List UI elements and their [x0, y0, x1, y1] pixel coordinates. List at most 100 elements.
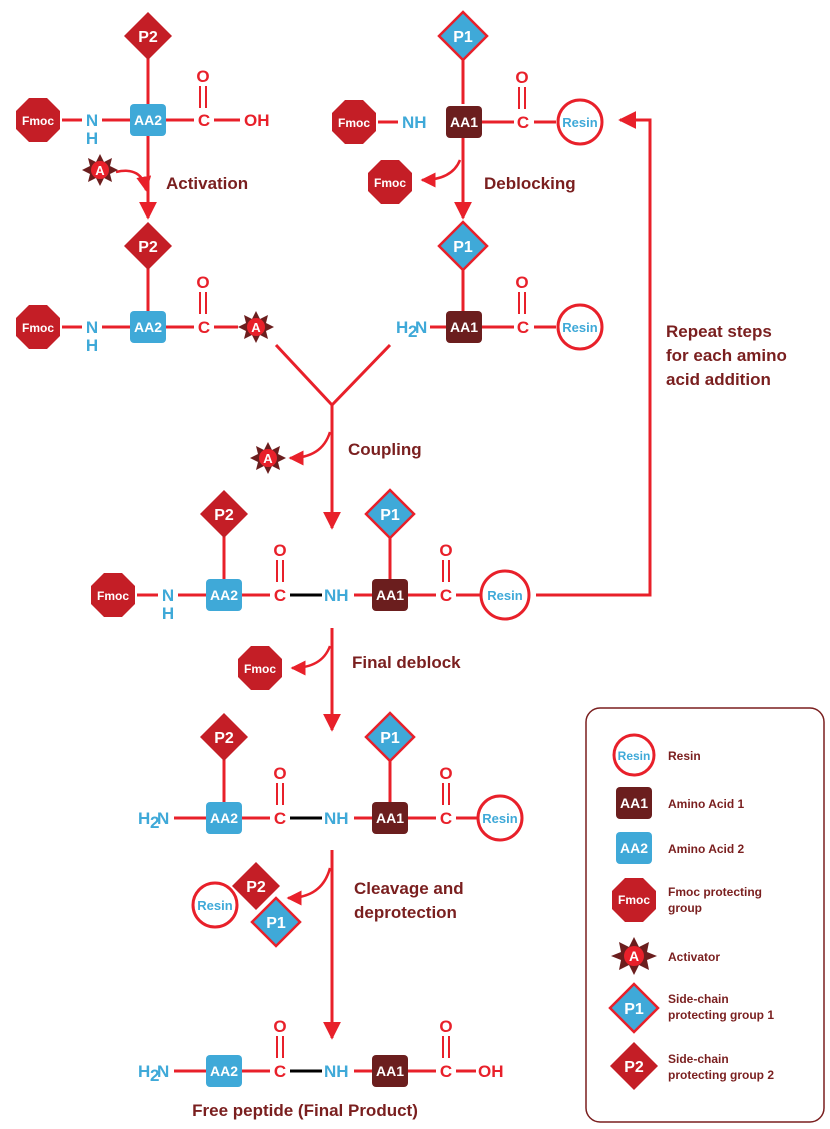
h2n-h: H	[138, 809, 150, 828]
legend-p2-label-line2: protecting group 2	[668, 1068, 774, 1082]
h2n-sub: 2	[150, 813, 159, 832]
o-atom: O	[273, 1017, 286, 1036]
cleavage-label-line1: Cleavage and	[354, 879, 464, 898]
nh-group: NH	[324, 1062, 349, 1081]
fmoc-icon	[91, 573, 135, 617]
resin-label: Resin	[618, 749, 651, 763]
o-atom: O	[515, 68, 528, 87]
fmoc-label: Fmoc	[338, 116, 370, 130]
fmoc-label: Fmoc	[618, 893, 650, 907]
fmoc-label: Fmoc	[22, 114, 54, 128]
activator-letter: A	[263, 451, 273, 466]
o-atom: O	[196, 67, 209, 86]
deblocked-aa1-molecule: P1 H 2 N AA1 O C Resin	[396, 220, 604, 351]
legend-fmoc-label-line1: Fmoc protecting	[668, 885, 762, 899]
p1-label: P1	[453, 239, 473, 256]
resin-label: Resin	[487, 588, 522, 603]
nh-group: NH	[324, 586, 349, 605]
repeat-label-line3: acid addition	[666, 370, 771, 389]
p2-icon	[124, 222, 172, 270]
c-atom: C	[274, 809, 286, 828]
final-deblock-label: Final deblock	[352, 653, 461, 672]
resin-icon	[191, 881, 239, 929]
c-atom: C	[440, 809, 452, 828]
legend-item-aa2: AA2 Amino Acid 2	[616, 832, 745, 864]
legend-item-aa1: AA1 Amino Acid 1	[616, 787, 745, 819]
p2-icon	[200, 713, 248, 761]
resin-icon	[556, 303, 604, 351]
p1-label: P1	[380, 507, 400, 524]
activation-step: A Activation	[82, 136, 248, 220]
legend-aa2-label: Amino Acid 2	[668, 842, 745, 856]
p1-label: P1	[380, 730, 400, 747]
dipeptide-protected-molecule: P2 P1 Fmoc N H AA2 O C NH AA1 O C Resin	[91, 488, 531, 623]
deblocking-step: Fmoc Deblocking	[368, 138, 576, 220]
fmoc-label: Fmoc	[244, 662, 276, 676]
fmoc-icon	[612, 878, 656, 922]
o-atom: O	[439, 1017, 452, 1036]
coupling-step: A Coupling	[250, 343, 422, 530]
p1-label: P1	[453, 29, 473, 46]
fmoc-icon	[238, 646, 282, 690]
dipeptide-deblocked-molecule: P2 P1 H 2 N AA2 O C NH AA1 O C Resin	[138, 711, 524, 842]
final-deblock-step: Fmoc Final deblock	[238, 628, 461, 732]
resin-icon	[476, 794, 524, 842]
coupling-label: Coupling	[348, 440, 422, 459]
aa1-icon	[446, 311, 482, 343]
repeat-label-line1: Repeat steps	[666, 322, 772, 341]
resin-icon	[556, 98, 604, 146]
legend-item-p2: P2 Side-chain protecting group 2	[610, 1042, 774, 1090]
c-atom: C	[440, 1062, 452, 1081]
legend-activator-label: Activator	[668, 950, 720, 964]
aa2-icon	[130, 104, 166, 136]
aa2-label: AA2	[210, 810, 238, 826]
aa1-label: AA1	[376, 1063, 404, 1079]
aa2-label: AA2	[210, 587, 238, 603]
activated-aa2-molecule: P2 Fmoc N H AA2 O C A	[16, 222, 274, 355]
aa1-label: AA1	[450, 114, 478, 130]
legend-p2-label-line1: Side-chain	[668, 1052, 729, 1066]
nh-group: NH	[402, 113, 427, 132]
aa1-icon	[616, 787, 652, 819]
repeat-loop: Repeat steps for each amino acid additio…	[536, 111, 787, 597]
p2-icon	[232, 862, 280, 910]
c-atom: C	[517, 113, 529, 132]
fmoc-icon	[16, 98, 60, 142]
aa2-icon	[206, 579, 242, 611]
o-atom: O	[196, 273, 209, 292]
p2-icon	[610, 1042, 658, 1090]
legend-aa1-label: Amino Acid 1	[668, 797, 745, 811]
c-atom: C	[440, 586, 452, 605]
fmoc-label: Fmoc	[22, 321, 54, 335]
p1-icon	[437, 10, 489, 62]
p1-icon	[364, 488, 416, 540]
cleavage-step: P2 Resin P1 Cleavage and deprotection	[191, 850, 464, 1040]
aa2-icon	[206, 1055, 242, 1087]
legend-item-p1: P1 Side-chain protecting group 1	[608, 982, 774, 1034]
legend-item-fmoc: Fmoc Fmoc protecting group	[612, 878, 762, 922]
nh-group: NH	[324, 809, 349, 828]
aa2-icon	[206, 802, 242, 834]
aa1-label: AA1	[376, 810, 404, 826]
activation-label: Activation	[166, 174, 248, 193]
aa2-icon	[616, 832, 652, 864]
p1-icon	[437, 220, 489, 272]
deblocking-label: Deblocking	[484, 174, 576, 193]
legend-item-activator: A Activator	[611, 937, 720, 975]
resin-label: Resin	[197, 898, 232, 913]
h2n-n: N	[415, 318, 427, 337]
activator-letter: A	[629, 948, 639, 964]
h2n-h: H	[396, 318, 408, 337]
aa2-label: AA2	[210, 1063, 238, 1079]
h2n-sub: 2	[150, 1066, 159, 1085]
aa2-label: AA2	[134, 319, 162, 335]
final-product-label: Free peptide (Final Product)	[192, 1101, 418, 1120]
c-atom: C	[198, 111, 210, 130]
oh-group: OH	[244, 111, 270, 130]
p2-label: P2	[138, 239, 158, 256]
legend-item-resin: Resin Resin	[612, 733, 701, 777]
legend-p1-label-line2: protecting group 1	[668, 1008, 774, 1022]
fmoc-label: Fmoc	[97, 589, 129, 603]
n-atom: N	[86, 111, 98, 130]
aa2-icon	[130, 311, 166, 343]
